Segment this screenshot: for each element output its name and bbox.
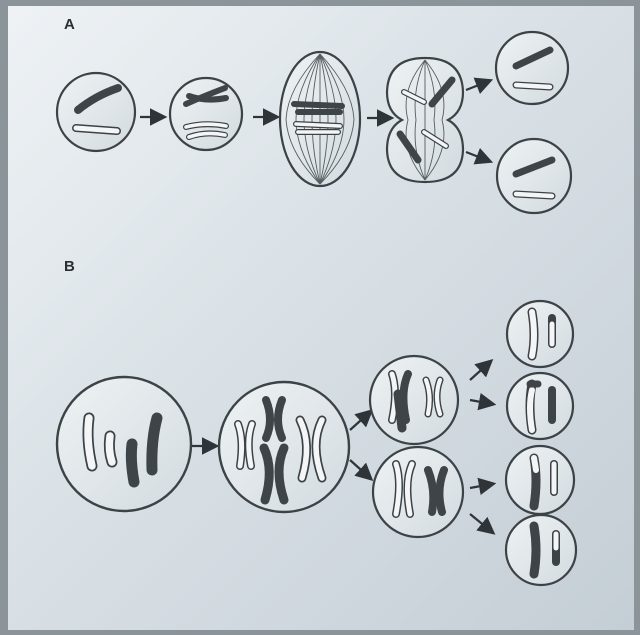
panel-b-gamete-2 [507,373,573,439]
panel-b-cell-1 [57,377,191,511]
panel-a-cell-2 [170,78,242,150]
panel-b-gamete-1 [507,301,573,367]
panel-b-gamete-3 [506,446,574,514]
panel-b-cell-2 [219,382,349,512]
chromosome-dark-short [131,444,134,482]
metaphase-chromosome-dark [294,104,342,106]
panel-b-cell-3-upper [370,356,458,444]
panel-a-cell-3-metaphase [280,52,360,186]
panel-b-label: B [64,258,75,275]
panel-a-label: A [64,16,75,33]
panel-a-daughter-cell-1 [496,32,568,104]
panel-b-gamete-4 [506,515,576,585]
chromosome-dark-long [152,418,157,470]
panel-a-cell-1 [57,73,135,151]
panel-a-daughter-cell-2 [497,139,571,213]
panel-b-cell-3-lower [373,447,463,537]
